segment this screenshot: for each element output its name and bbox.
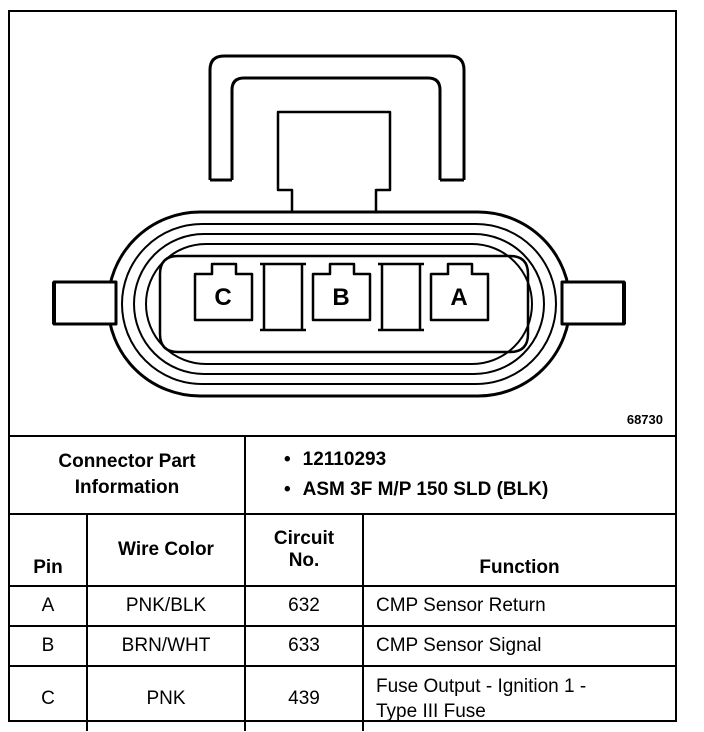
header-function: Function: [361, 513, 676, 587]
figure-divider: [10, 435, 675, 437]
table-row: C PNK 439 Fuse Output - Ignition 1 - Typ…: [10, 665, 676, 731]
cell-wire-color: BRN/WHT: [86, 625, 246, 667]
pin-label-c: C: [214, 284, 231, 311]
cell-circuit: 632: [244, 585, 364, 627]
cell-circuit: 633: [244, 625, 364, 667]
cell-pin: B: [10, 625, 88, 667]
cell-function: Fuse Output - Ignition 1 - Type III Fuse: [361, 665, 676, 731]
terminal-b: [311, 262, 372, 322]
terminal-a: [429, 262, 490, 322]
lock-tab-inner: [230, 76, 442, 180]
housing-ring-3: [145, 243, 533, 365]
table-row: A PNK/BLK 632 CMP Sensor Return: [10, 585, 676, 627]
header-circuit: Circuit No.: [244, 513, 364, 587]
cell-function-line2: Type III Fuse: [376, 701, 486, 722]
terminal-separator-right: [378, 262, 424, 332]
terminal-c: [193, 262, 254, 322]
pin-label-b: B: [332, 284, 349, 311]
release-lever: [276, 110, 392, 212]
cell-function: CMP Sensor Return: [361, 585, 676, 627]
terminal-separator-left: [260, 262, 306, 332]
header-circuit-line2: No.: [288, 550, 320, 571]
part-info-row: Connector Part Information 12110293 ASM …: [10, 437, 676, 515]
connector-sheet: C B A 68730 Connector Part Information 1…: [8, 10, 677, 731]
left-ear: [52, 280, 118, 326]
lock-tab-outer: [208, 54, 466, 180]
part-info-list: 12110293 ASM 3F M/P 150 SLD (BLK): [243, 437, 676, 515]
cell-circuit: 439: [244, 665, 364, 731]
connector-face-diagram: C B A: [52, 54, 626, 398]
connector-info-table: Connector Part Information 12110293 ASM …: [10, 437, 676, 731]
part-description: ASM 3F M/P 150 SLD (BLK): [284, 475, 675, 505]
cell-pin: C: [10, 665, 88, 731]
header-wire-color: Wire Color: [86, 513, 246, 587]
part-info-label-line1: Connector Part: [58, 451, 196, 472]
pin-label-a: A: [450, 284, 467, 311]
housing-ring-2: [133, 233, 545, 375]
cell-function: CMP Sensor Signal: [361, 625, 676, 667]
cell-wire-color: PNK/BLK: [86, 585, 246, 627]
cell-wire-color: PNK: [86, 665, 246, 731]
part-info-label: Connector Part Information: [10, 437, 246, 515]
header-circuit-line1: Circuit: [273, 528, 335, 549]
header-row: Pin Wire Color Circuit No. Function: [10, 513, 676, 587]
header-pin: Pin: [10, 513, 88, 587]
part-info-label-line2: Information: [74, 477, 180, 498]
cell-function-line1: Fuse Output - Ignition 1 -: [376, 676, 587, 697]
housing-ring-1: [121, 223, 557, 385]
part-number: 12110293: [284, 445, 675, 475]
table-row: B BRN/WHT 633 CMP Sensor Signal: [10, 625, 676, 667]
cell-pin: A: [10, 585, 88, 627]
right-ear: [560, 280, 626, 326]
terminal-cavity: [158, 254, 530, 354]
figure-number: 68730: [626, 412, 663, 427]
